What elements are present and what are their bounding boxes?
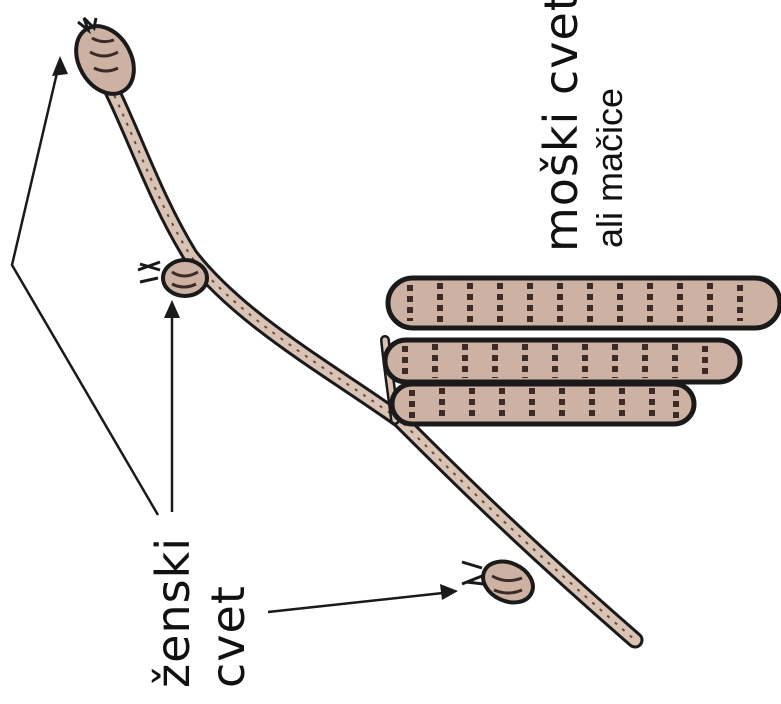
female-flower-label-line2: cvet [205,585,251,688]
male-flower-alt-label: ali mačice [592,88,628,248]
female-flower-bud-lower [462,554,540,610]
arrows [12,56,458,612]
catkin-bottom [392,384,694,424]
arrowhead-upper [164,300,180,318]
arrowhead-lower [440,584,458,600]
catkin-top [388,278,780,328]
female-flower-label-line1: ženski [150,537,196,688]
catkins [385,278,780,424]
arrowhead-terminal [52,56,68,76]
catkin-middle [385,340,740,382]
male-flower-label: moški cvet [538,0,584,252]
female-flower-bud-upper [138,260,207,296]
arrow-to-lower-bud [268,592,452,612]
terminal-bud [64,16,145,104]
